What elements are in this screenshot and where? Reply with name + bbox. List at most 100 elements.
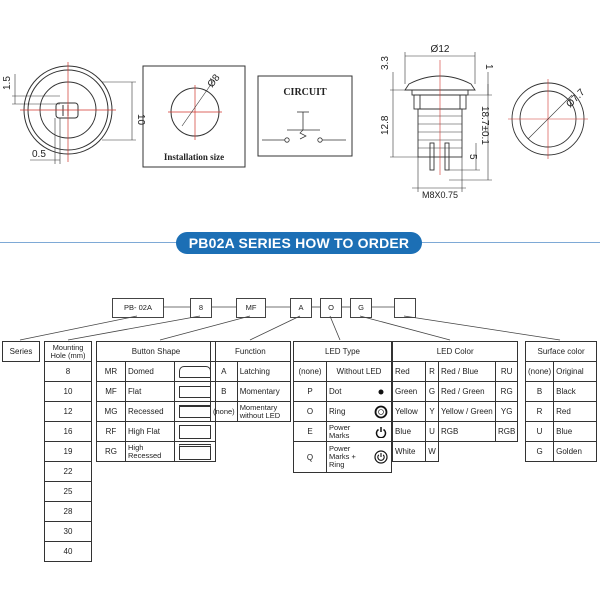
- recessed-shape-icon: [179, 405, 211, 418]
- table-row: P Dot: [293, 381, 392, 402]
- side-dim-flange: 1: [483, 64, 494, 70]
- code-connectors: [19, 306, 561, 341]
- led-type-name: Dot: [326, 381, 371, 402]
- led-color-code: RU: [494, 361, 519, 382]
- code-box-mounting: 8: [190, 298, 212, 318]
- side-dim-thread: M8X0.75: [422, 190, 458, 200]
- group-function: Function A Latching B Momentary (none) M…: [210, 341, 291, 422]
- led-type-name: Ring: [326, 401, 371, 422]
- led-color-code: RG: [494, 381, 519, 402]
- led-color-code: R: [425, 361, 439, 382]
- table-row: U Blue: [524, 421, 598, 442]
- mounting-value: 10: [44, 381, 92, 402]
- function-name: Latching: [236, 361, 291, 382]
- surface-color-code: (none): [524, 361, 555, 382]
- button-shape-code: MR: [96, 361, 126, 382]
- table-row: MF Flat: [96, 381, 216, 402]
- code-box-function: A: [290, 298, 312, 318]
- table-row: A Latching: [210, 361, 291, 382]
- led-color-name: Green: [392, 381, 426, 402]
- group-mounting: Mounting Hole (mm) 8 10 12 16 19 22 25 2…: [44, 341, 92, 562]
- code-box-surface: [394, 298, 416, 318]
- front-dim-bottom: 0.5: [32, 149, 46, 160]
- table-row: MG Recessed: [96, 401, 216, 422]
- led-type-name: Power Marks + Ring: [326, 441, 371, 473]
- button-shape-code: RG: [96, 441, 126, 462]
- table-row: Q Power Marks + Ring: [293, 441, 392, 473]
- table-row: White W: [392, 441, 518, 462]
- installation-box: [142, 65, 246, 168]
- led-type-code: (none): [293, 361, 327, 382]
- code-box-button-shape: MF: [236, 298, 266, 318]
- group-surface-color: Surface color (none) Original B Black R …: [524, 341, 598, 462]
- technical-drawings: 10 1.5 0.5 Ø8 Installation size CIRCUIT: [2, 44, 588, 200]
- led-color-code: U: [425, 421, 439, 442]
- surface-color-name: Black: [553, 381, 598, 402]
- mounting-value: 40: [44, 541, 92, 562]
- front-dim-height: 10: [135, 114, 146, 126]
- button-shape-name: Flat: [125, 381, 175, 402]
- top-view: [508, 79, 588, 159]
- table-row: B Black: [524, 381, 598, 402]
- led-color-name: Yellow: [392, 401, 426, 422]
- led-color-header: LED Color: [391, 341, 519, 362]
- surface-color-code: R: [524, 401, 555, 422]
- surface-color-name: Red: [553, 401, 598, 422]
- side-dim-body: 12.8: [380, 115, 391, 135]
- led-type-code: P: [293, 381, 327, 402]
- circuit-title: CIRCUIT: [283, 87, 327, 98]
- surface-color-code: G: [524, 441, 555, 462]
- led-color-code: Y: [425, 401, 439, 422]
- button-shape-header: Button Shape: [96, 341, 216, 362]
- function-code: B: [210, 381, 238, 402]
- table-row: Red R Red / Blue RU: [392, 361, 519, 382]
- mounting-value: 19: [44, 441, 92, 462]
- power-icon: [375, 426, 387, 438]
- function-name: Momentary: [236, 381, 291, 402]
- table-row: MR Domed: [96, 361, 216, 382]
- table-row: RG High Recessed: [96, 441, 216, 462]
- group-series: Series: [2, 341, 40, 362]
- surface-color-name: Golden: [553, 441, 598, 462]
- surface-color-code: B: [524, 381, 555, 402]
- side-dim-head: 3.3: [380, 56, 391, 70]
- group-led-type: LED Type (none) Without LED P Dot O Ring…: [293, 341, 392, 473]
- mounting-value: 25: [44, 481, 92, 502]
- front-dim-top: 1.5: [2, 76, 13, 90]
- mounting-value: 30: [44, 521, 92, 542]
- button-shape-name: High Recessed: [125, 441, 175, 462]
- ring-icon: [374, 405, 388, 418]
- led-color-name: White: [392, 441, 426, 462]
- group-button-shape: Button Shape MR Domed MF Flat MG Recesse…: [96, 341, 216, 462]
- side-dim-total: 18.7±0.1: [479, 106, 490, 145]
- function-name: Momentary without LED: [236, 401, 291, 422]
- table-row: (none) Original: [524, 361, 598, 382]
- table-row: (none) Momentary without LED: [210, 401, 291, 422]
- table-row: RF High Flat: [96, 421, 216, 442]
- table-row: Yellow Y Yellow / Green YG: [392, 401, 519, 422]
- group-led-color: LED Color Red R Red / Blue RU Green G Re…: [391, 341, 519, 462]
- surface-color-header: Surface color: [524, 341, 598, 362]
- surface-color-name: Blue: [553, 421, 598, 442]
- surface-color-name: Original: [553, 361, 598, 382]
- led-color-code: G: [425, 381, 439, 402]
- mounting-value: 28: [44, 501, 92, 522]
- button-shape-name: High Flat: [125, 421, 175, 442]
- high-flat-shape-icon: [179, 424, 211, 439]
- series-header: Series: [2, 341, 40, 362]
- mounting-value: 12: [44, 401, 92, 422]
- table-row: Blue U RGB RGB: [392, 421, 519, 442]
- button-shape-code: RF: [96, 421, 126, 442]
- led-color-name: Yellow / Green: [438, 401, 496, 422]
- led-type-code: Q: [293, 441, 327, 473]
- button-shape-code: MG: [96, 401, 126, 422]
- front-view: [12, 62, 136, 164]
- led-type-code: O: [293, 401, 327, 422]
- button-shape-name: Domed: [125, 361, 175, 382]
- high-recessed-shape-icon: [179, 443, 211, 460]
- circuit-box: [257, 75, 353, 157]
- dot-icon: [378, 389, 384, 395]
- led-color-code: YG: [494, 401, 519, 422]
- led-type-header: LED Type: [293, 341, 392, 362]
- side-dim-pin: 5: [467, 154, 478, 160]
